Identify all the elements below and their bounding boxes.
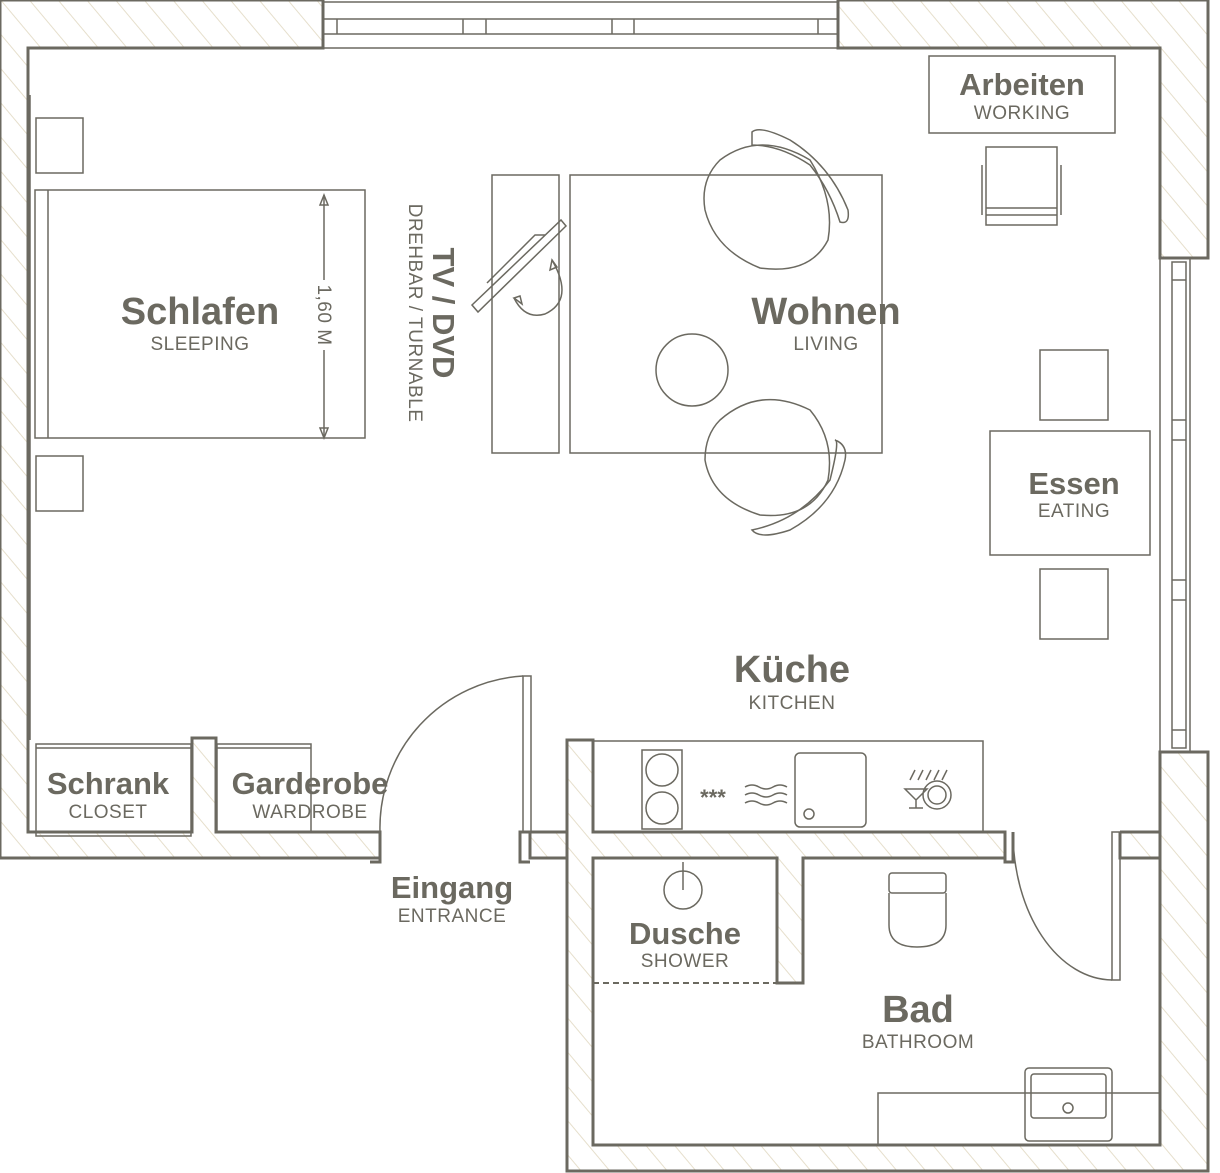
dining-table	[989, 430, 1151, 556]
bed-dimension-label: 1,60 M	[313, 284, 334, 345]
tv-stand	[491, 174, 560, 454]
bed-dimension: 1,60 M	[313, 192, 334, 441]
wardrobe	[216, 743, 312, 833]
room-sublabel-living: LIVING	[793, 334, 858, 355]
entrance-door[interactable]	[370, 675, 532, 864]
room-label-bathroom: Bad	[882, 989, 954, 1031]
nightstand-top	[35, 117, 84, 174]
room-sublabel-wardrobe: WARDROBE	[252, 802, 367, 823]
room-sublabel-entrance: ENTRANCE	[398, 906, 507, 927]
nightstand-bottom	[35, 455, 84, 512]
room-label-eating: Essen	[1028, 466, 1119, 501]
room-sublabel-working: WORKING	[974, 103, 1070, 124]
room-label-working: Arbeiten	[959, 67, 1085, 102]
desk	[928, 55, 1116, 134]
rug	[569, 174, 883, 454]
fridge-icon: ***	[700, 785, 726, 810]
room-label-entrance: Eingang	[391, 870, 513, 905]
dishwasher-icon	[903, 769, 952, 810]
bed	[34, 189, 366, 439]
room-sublabel-bathroom: BATHROOM	[862, 1032, 974, 1053]
sink-icon	[794, 752, 867, 828]
room-label-kitchen: Küche	[734, 649, 850, 691]
bathroom-door[interactable]	[1003, 831, 1121, 981]
oven-waves-icon	[744, 784, 788, 806]
vanity-counter	[877, 1092, 1161, 1146]
room-label-sleeping: Schlafen	[121, 291, 279, 333]
window-right	[1159, 257, 1191, 753]
dining-chair-bottom	[1039, 568, 1109, 640]
shower-drain-icon	[663, 862, 703, 910]
room-sublabel-shower: SHOWER	[641, 951, 730, 972]
tv-sublabel: DREHBAR / TURNABLE	[404, 204, 425, 423]
closet	[35, 743, 192, 837]
room-label-wardrobe: Garderobe	[232, 766, 389, 801]
armchair-bottom	[704, 398, 847, 536]
desk-chair	[981, 146, 1062, 226]
room-sublabel-sleeping: SLEEPING	[150, 334, 249, 355]
armchair-top	[703, 129, 850, 270]
room-sublabel-eating: EATING	[1038, 501, 1110, 522]
kitchen-counter	[592, 740, 984, 833]
toilet-icon	[888, 872, 947, 948]
room-sublabel-closet: CLOSET	[68, 802, 147, 823]
dining-chair-top	[1039, 349, 1109, 421]
hob-icon	[641, 749, 683, 830]
coffee-table	[655, 333, 729, 407]
tv-label: TV / DVD	[426, 248, 461, 379]
window-top	[322, 1, 839, 49]
room-label-shower: Dusche	[629, 916, 741, 951]
room-label-closet: Schrank	[47, 766, 170, 801]
room-sublabel-kitchen: KITCHEN	[749, 693, 836, 714]
tv-turnable	[470, 218, 568, 316]
washbasin-icon	[1024, 1067, 1113, 1142]
room-label-living: Wohnen	[751, 291, 900, 333]
